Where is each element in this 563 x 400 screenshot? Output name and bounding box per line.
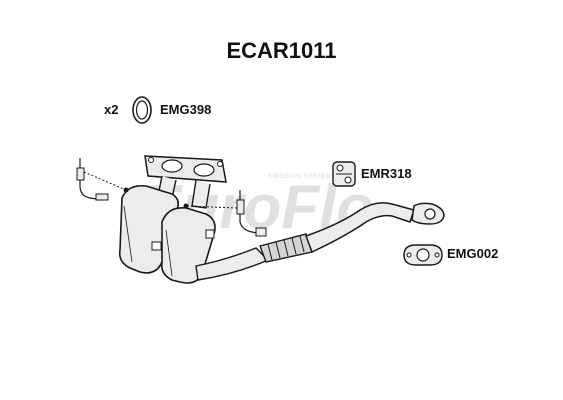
- gasket-ring-label: EMG398: [160, 102, 212, 117]
- manifold-flange: [144, 155, 227, 183]
- rubber-mount-label: EMR318: [361, 166, 412, 181]
- lambda-sensor-left: [76, 158, 129, 201]
- rubber-mount-emr318: [332, 161, 356, 187]
- downpipe-right: [191, 179, 211, 209]
- watermark-tagline: EMISSION SYSTEMS: [268, 174, 336, 180]
- flange-gasket-label: EMG002: [447, 246, 499, 261]
- lambda-sensor-right: [183, 190, 267, 237]
- rear-flange: [411, 202, 445, 225]
- gasket-ring-emg398: [132, 96, 152, 124]
- gasket-quantity: x2: [104, 102, 119, 117]
- main-pipe: [305, 202, 415, 254]
- flange-gasket-emg002: [403, 244, 443, 266]
- part-number-title: ECAR1011: [226, 38, 337, 63]
